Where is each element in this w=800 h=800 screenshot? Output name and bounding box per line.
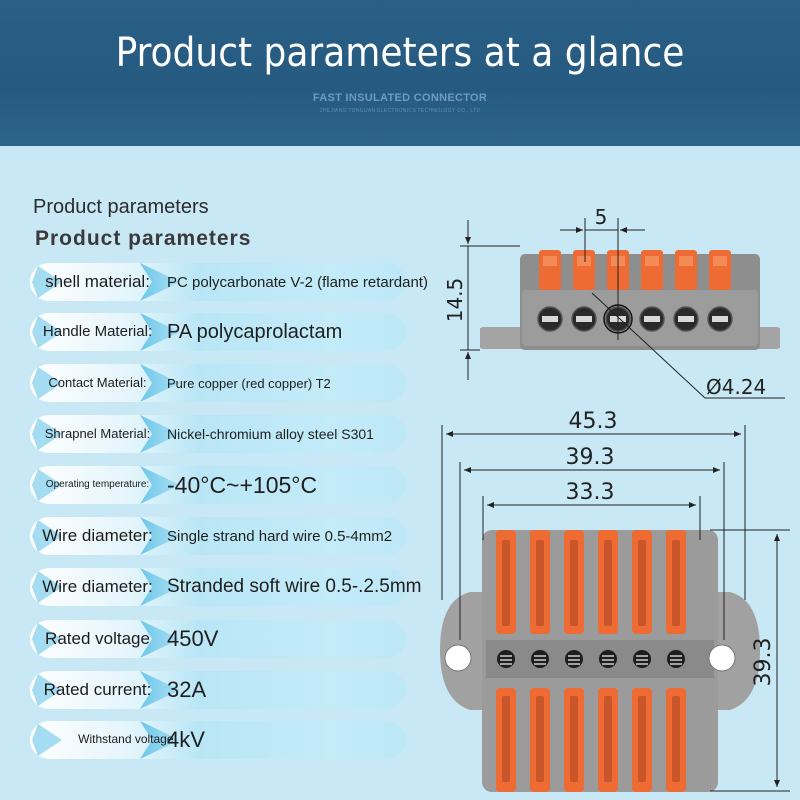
param-label: Contact Material:: [48, 374, 147, 390]
param-value: Nickel-chromium alloy steel S301: [167, 426, 374, 442]
param-bar: [30, 620, 406, 658]
param-value: PC polycarbonate V-2 (flame retardant): [167, 273, 428, 291]
param-row: Wire diameter: Single strand hard wire 0.…: [30, 517, 406, 555]
param-row: Handle Material: PA polycaprolactam: [30, 313, 406, 351]
param-label: Withstand voltage:: [78, 732, 177, 747]
param-label: Operating temperature:: [45, 479, 150, 491]
param-label: Shrapnel Material:: [44, 425, 151, 441]
param-value: PA polycaprolactam: [167, 320, 343, 343]
param-bar: [30, 415, 406, 453]
param-row: shell material: PC polycarbonate V-2 (fla…: [30, 263, 428, 301]
wire-hole: [599, 650, 617, 668]
param-row: Rated voltage 450V: [30, 620, 406, 658]
param-row: Operating temperature: -40°C~+105°C: [30, 466, 406, 504]
dim-hole: Ø4.24: [706, 375, 766, 399]
header-company: ZHEJIANG TONGUAN ELECTRONICS TECHNOLOGY …: [319, 108, 481, 114]
param-value: -40°C~+105°C: [167, 471, 318, 498]
param-bar: [30, 721, 406, 759]
param-value: 4kV: [167, 727, 205, 752]
param-label: Wire diameter:: [42, 526, 153, 546]
param-row: Withstand voltage:4kV: [30, 721, 406, 759]
dim-overall-width: 45.3: [569, 409, 618, 434]
param-label: Rated voltage: [45, 629, 150, 649]
param-value: Stranded soft wire 0.5-.2.5mm: [167, 576, 422, 597]
header-banner: Product parameters at a glance FAST INSU…: [0, 0, 800, 146]
dim-mid-width: 39.3: [566, 445, 615, 470]
param-label: shell material:: [45, 272, 150, 292]
param-row: Rated current: 32A: [30, 671, 406, 709]
wire-hole: [633, 650, 651, 668]
dim-depth: 39.3: [751, 638, 776, 687]
side-view-drawing: [480, 250, 780, 350]
header-subtitle: FAST INSULATED CONNECTOR: [312, 92, 488, 104]
param-row: Contact Material: Pure copper (red copper…: [30, 364, 406, 402]
param-value: 32A: [167, 677, 207, 702]
section-title-bold: Product parameters: [35, 227, 252, 250]
wire-hole: [497, 650, 515, 668]
dim-pitch: 5: [595, 205, 608, 229]
param-label: Rated current:: [43, 680, 152, 700]
param-bar: [30, 568, 406, 606]
param-bar: [30, 517, 406, 555]
param-value: Pure copper (red copper) T2: [167, 375, 331, 391]
param-row: Shrapnel Material: Nickel-chromium alloy …: [30, 415, 406, 453]
param-bar: [30, 671, 406, 709]
page-title: Product parameters at a glance: [115, 30, 685, 76]
section-title: Product parameters: [33, 196, 209, 218]
param-bar: [30, 364, 406, 402]
wire-hole: [531, 650, 549, 668]
param-label: Handle Material:: [42, 323, 153, 341]
param-value: 450V: [167, 626, 219, 651]
param-value: Single strand hard wire 0.5-4mm2: [167, 527, 393, 545]
dim-inner-width: 33.3: [566, 480, 615, 505]
param-label: Wire diameter:: [42, 577, 153, 597]
dim-height: 14.5: [443, 278, 467, 323]
param-bar: [30, 466, 406, 504]
param-bar: [30, 263, 406, 301]
wire-hole: [667, 650, 685, 668]
top-view-drawing: [440, 530, 760, 792]
param-bar: [30, 313, 406, 351]
param-row: Wire diameter: Stranded soft wire 0.5-.2.…: [30, 568, 422, 606]
wire-hole: [565, 650, 583, 668]
